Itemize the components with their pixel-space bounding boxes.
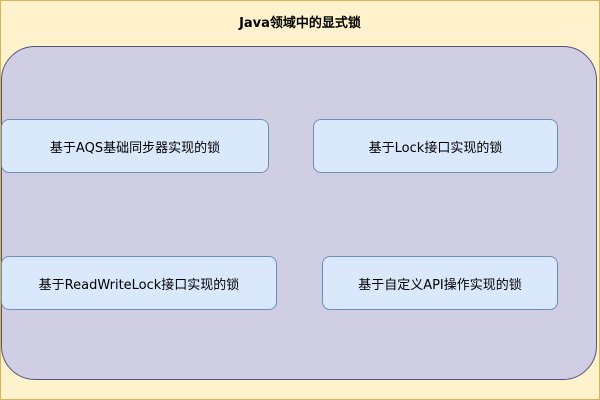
node-readwritelock: 基于ReadWriteLock接口实现的锁 bbox=[1, 256, 277, 310]
node-custom-api-lock: 基于自定义API操作实现的锁 bbox=[322, 256, 558, 310]
node-lock-interface: 基于Lock接口实现的锁 bbox=[313, 119, 558, 173]
node-custom-api-lock-label: 基于自定义API操作实现的锁 bbox=[358, 277, 522, 293]
diagram-title: Java领域中的显式锁 bbox=[239, 16, 361, 31]
lock-category-group bbox=[1, 46, 597, 380]
node-lock-interface-label: 基于Lock接口实现的锁 bbox=[368, 140, 503, 156]
node-readwritelock-label: 基于ReadWriteLock接口实现的锁 bbox=[38, 277, 240, 293]
node-aqs-lock: 基于AQS基础同步器实现的锁 bbox=[1, 119, 269, 173]
node-aqs-lock-label: 基于AQS基础同步器实现的锁 bbox=[49, 140, 221, 156]
